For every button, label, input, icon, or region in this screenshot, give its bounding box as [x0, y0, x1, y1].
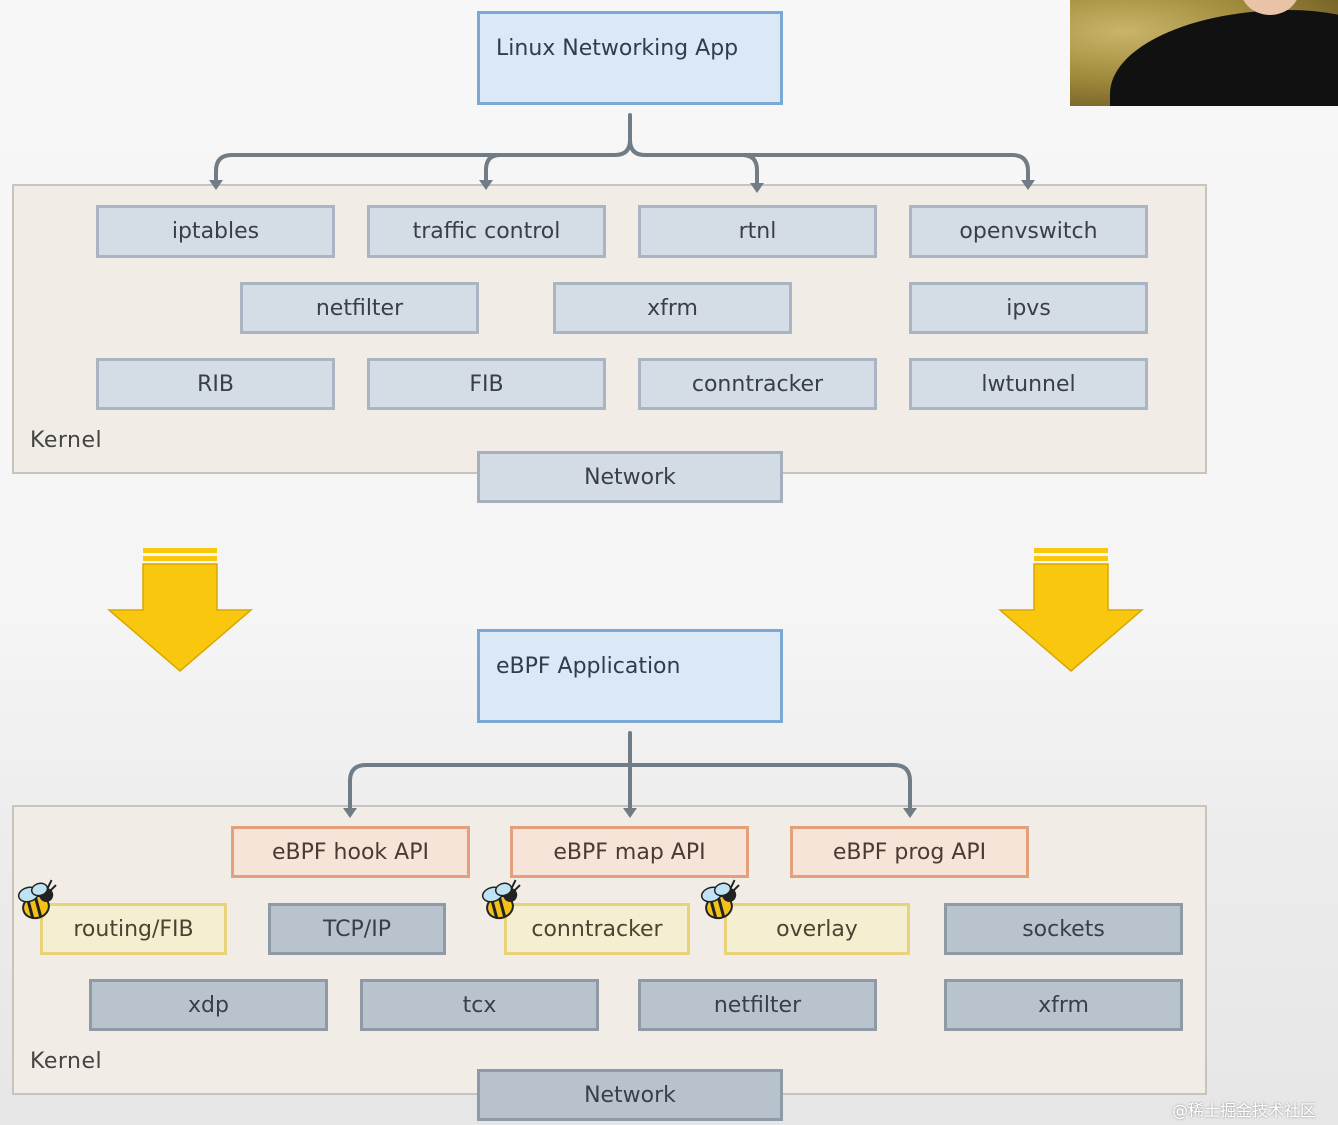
box-lwtunnel: lwtunnel: [909, 358, 1148, 410]
box-overlay: overlay: [724, 903, 910, 955]
box-iptables: iptables: [96, 205, 335, 258]
bottom-connector: [348, 731, 912, 814]
box-ipvs: ipvs: [909, 282, 1148, 334]
bee-icon: [15, 877, 65, 923]
linux-networking-app-box: Linux Networking App: [477, 11, 783, 105]
box-ebpf-prog-api: eBPF prog API: [790, 826, 1029, 878]
box-rib: RIB: [96, 358, 335, 410]
box-rtnl: rtnl: [638, 205, 877, 258]
box-tcp-ip: TCP/IP: [268, 903, 446, 955]
box-fib: FIB: [367, 358, 606, 410]
box-traffic-control: traffic control: [367, 205, 606, 258]
box-xdp: xdp: [89, 979, 328, 1031]
bee-icon: [698, 877, 748, 923]
top-connector: [214, 113, 1030, 186]
top-kernel-label: Kernel: [30, 428, 103, 453]
bottom-connector-heads: [343, 808, 917, 818]
box-routing-fib: routing/FIB: [40, 903, 227, 955]
bottom-network-box: Network: [477, 1069, 783, 1121]
down-arrow-icon: [106, 548, 254, 672]
box-conntracker-ebpf: conntracker: [504, 903, 690, 955]
box-conntracker: conntracker: [638, 358, 877, 410]
box-netfilter: netfilter: [240, 282, 479, 334]
box-sockets: sockets: [944, 903, 1183, 955]
top-network-box: Network: [477, 451, 783, 503]
box-xfrm-ebpf: xfrm: [944, 979, 1183, 1031]
box-openvswitch: openvswitch: [909, 205, 1148, 258]
presenter-face: [1240, 0, 1300, 15]
box-ebpf-map-api: eBPF map API: [510, 826, 749, 878]
bottom-kernel-label: Kernel: [30, 1049, 103, 1074]
watermark: @稀土掘金技术社区: [1172, 1101, 1317, 1120]
webcam-overlay: [1070, 0, 1338, 106]
box-ebpf-hook-api: eBPF hook API: [231, 826, 470, 878]
box-tcx: tcx: [360, 979, 599, 1031]
box-xfrm: xfrm: [553, 282, 792, 334]
box-netfilter-ebpf: netfilter: [638, 979, 877, 1031]
down-arrow-icon: [997, 548, 1145, 672]
bee-icon: [479, 877, 529, 923]
ebpf-application-box: eBPF Application: [477, 629, 783, 723]
top-connector-heads: [209, 180, 1035, 193]
